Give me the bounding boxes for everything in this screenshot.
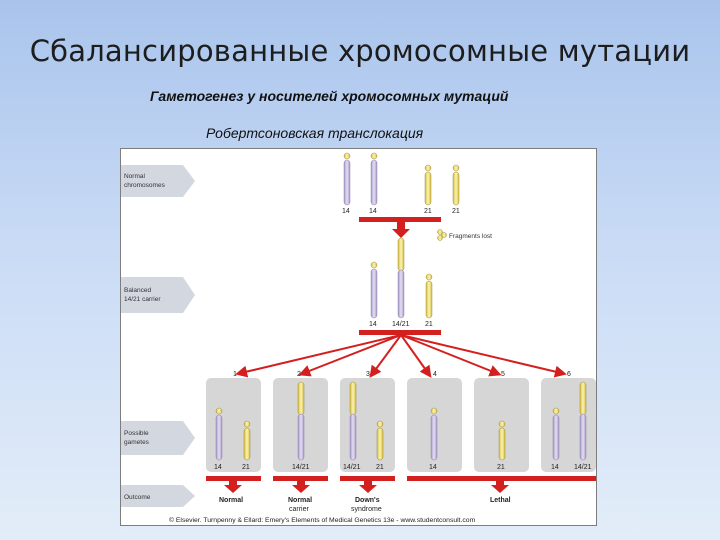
- outcome-downs-label-2: syndrome: [351, 506, 382, 513]
- translocation-figure: Normal chromosomes Balanced 14/21 carrie…: [120, 148, 597, 526]
- gamete-6-label-a: 14: [551, 464, 559, 471]
- gamete-number-2: 2: [297, 371, 301, 378]
- gamete-panel-6: 14 14/21: [541, 378, 596, 472]
- gamete-panel-1: 14 21: [206, 378, 261, 472]
- top-label-21b: 21: [452, 208, 460, 215]
- figure-caption: © Elsevier. Turnpenny & Ellard: Emery's …: [169, 516, 476, 524]
- gamete-panel-5: 21: [474, 378, 529, 472]
- carrier-label-21: 21: [425, 321, 433, 328]
- balanced-label-2: 14/21 carrier: [124, 296, 161, 303]
- gamete-panel-2: 14/21: [273, 378, 328, 472]
- balanced-label-1: Balanced: [124, 287, 151, 294]
- gamete-6-label-b: 14/21: [574, 464, 592, 471]
- outcome-label: Outcome: [124, 494, 151, 501]
- gamete-4-label: 14: [429, 464, 437, 471]
- gamete-number-3: 3: [366, 371, 370, 378]
- chromosome-14: [343, 152, 351, 206]
- outcome-lethal: Lethal: [407, 476, 596, 504]
- gamete-1-label-a: 14: [214, 464, 222, 471]
- outcome-normal-carrier-label-2: carrier: [289, 506, 310, 513]
- segregation-arrows: [235, 334, 567, 378]
- side-label-outcome: Outcome: [121, 485, 195, 507]
- outcome-downs: Down's syndrome: [340, 476, 395, 513]
- normal-label-1: Normal: [124, 173, 146, 180]
- fusion-bracket: [359, 217, 441, 222]
- slide-subtitle: Гаметогенез у носителей хромосомных мута…: [150, 88, 509, 104]
- gamete-3-label-a: 14/21: [343, 464, 361, 471]
- gamete-1-label-b: 21: [242, 464, 250, 471]
- outcome-normal: Normal: [206, 476, 261, 504]
- top-label-21a: 21: [424, 208, 432, 215]
- carrier-bracket: [359, 330, 441, 335]
- top-label-14a: 14: [342, 208, 350, 215]
- outcome-lethal-label: Lethal: [490, 497, 511, 504]
- side-label-normal: Normal chromosomes: [121, 165, 195, 197]
- gamete-5-label: 21: [497, 464, 505, 471]
- gamete-3-label-b: 21: [376, 464, 384, 471]
- carrier-chromosomes: 14 14/21 21: [369, 237, 433, 328]
- outcome-downs-label-1: Down's: [355, 497, 380, 504]
- gamete-number-5: 5: [501, 371, 505, 378]
- chromosome-21: [424, 164, 432, 206]
- chromosome-14: [370, 261, 378, 319]
- normal-label-2: chromosomes: [124, 182, 166, 189]
- chromosome-21: [452, 164, 460, 206]
- outcome-normal-carrier: Normal carrier: [273, 476, 328, 513]
- gamete-number-1: 1: [233, 371, 237, 378]
- gamete-panel-3: 14/21 21: [340, 378, 395, 472]
- side-label-balanced: Balanced 14/21 carrier: [121, 277, 195, 313]
- fragments-lost: Fragments lost: [437, 229, 492, 241]
- slide-subtitle-2: Робертсоновская транслокация: [206, 125, 424, 141]
- down-arrow: [392, 222, 410, 238]
- chromosome-14-21-fusion: [397, 237, 405, 319]
- outcome-normal-carrier-label-1: Normal: [288, 497, 312, 504]
- chromosome-21: [425, 273, 433, 319]
- gamete-2-label: 14/21: [292, 464, 310, 471]
- translocation-diagram: Normal chromosomes Balanced 14/21 carrie…: [121, 152, 596, 524]
- gamete-panel-4: 14: [407, 378, 462, 472]
- fragments-lost-label: Fragments lost: [449, 233, 492, 240]
- chromosome-14: [370, 152, 378, 206]
- gametes-label-1: Possible: [124, 430, 149, 437]
- gamete-number-6: 6: [567, 371, 571, 378]
- outcome-normal-label: Normal: [219, 497, 243, 504]
- slide-title: Сбалансированные хромосомные мутации: [29, 34, 691, 68]
- carrier-label-14: 14: [369, 321, 377, 328]
- normal-chromosomes: 14 14 21 21: [342, 152, 460, 215]
- top-label-14b: 14: [369, 208, 377, 215]
- gamete-number-4: 4: [433, 371, 437, 378]
- carrier-label-1421: 14/21: [392, 321, 410, 328]
- gametes-label-2: gametes: [124, 439, 150, 446]
- side-label-gametes: Possible gametes: [121, 421, 195, 455]
